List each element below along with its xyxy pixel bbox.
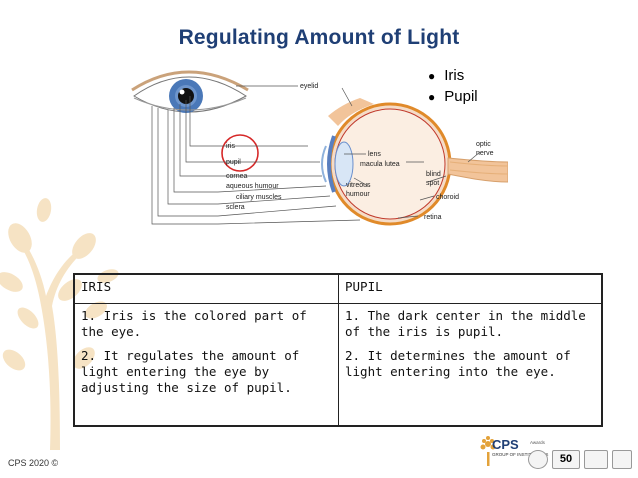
bullet-item-pupil: ●Pupil <box>428 88 478 105</box>
header-pupil: PUPIL <box>338 274 602 304</box>
pupil-point-2: 2. It determines the amount of light ent… <box>345 348 571 379</box>
comparison-table-grid: IRIS PUPIL 1. Iris is the colored part o… <box>74 274 602 426</box>
label-nerve: nerve <box>476 150 494 157</box>
eye-cross-section <box>321 98 508 226</box>
highlight-circle <box>221 134 259 172</box>
bullet-list: ●Iris ●Pupil <box>428 65 478 107</box>
label-blind: blind <box>426 171 441 178</box>
table-header-row: IRIS PUPIL <box>74 274 602 304</box>
award-badge-icon <box>584 450 608 469</box>
eye-anatomy-diagram: eyelid iris pupil cornea aqueous humour … <box>131 70 508 226</box>
brand-name: CPS <box>492 437 519 452</box>
iris-point-1: 1. Iris is the colored part of the eye. <box>81 308 307 339</box>
label-humour: humour <box>346 191 370 198</box>
table-row: 1. Iris is the colored part of the eye. … <box>74 303 602 426</box>
label-spot: spot <box>426 180 439 187</box>
copyright-text: CPS 2020 © <box>8 458 59 468</box>
label-optic: optic <box>476 141 491 148</box>
label-vitreous: vitreous <box>346 182 371 189</box>
label-iris: iris <box>226 143 235 150</box>
award-50-badge: 50 <box>552 450 580 469</box>
comparison-table: IRIS PUPIL 1. Iris is the colored part o… <box>73 273 603 427</box>
cell-iris: 1. Iris is the colored part of the eye. … <box>74 303 339 426</box>
award-badge-icon <box>612 450 632 469</box>
award-seal-icon <box>528 450 548 469</box>
iris-point-2: 2. It regulates the amount of light ente… <box>81 348 300 395</box>
label-choroid: choroid <box>436 194 459 201</box>
bullet-dot-icon: ● <box>428 68 436 83</box>
brand-subtitle: GROUP OF INSTITUTIONS <box>492 452 549 457</box>
label-eyelid: eyelid <box>300 83 318 90</box>
label-sclera: sclera <box>226 204 245 211</box>
label-aqueous-humour: aqueous humour <box>226 183 279 190</box>
bullet-item-iris: ●Iris <box>428 67 465 84</box>
label-pupil: pupil <box>226 159 241 166</box>
label-cornea: cornea <box>226 173 248 180</box>
eye-front-view <box>131 70 249 113</box>
page-title: Regulating Amount of Light <box>178 26 460 49</box>
bullet-dot-icon: ● <box>428 89 436 104</box>
cell-pupil: 1. The dark center in the middle of the … <box>338 303 602 426</box>
label-macula-lutea: macula lutea <box>360 161 400 168</box>
header-iris: IRIS <box>74 274 339 304</box>
pupil-point-1: 1. The dark center in the middle of the … <box>345 308 586 339</box>
label-retina: retina <box>424 214 442 221</box>
awards-label: Awards <box>530 440 545 445</box>
cps-tree-logo-icon <box>480 436 496 466</box>
label-lens: lens <box>368 151 381 158</box>
label-ciliary-muscles: ciliary muscles <box>236 194 282 201</box>
leader-lines <box>151 85 481 225</box>
